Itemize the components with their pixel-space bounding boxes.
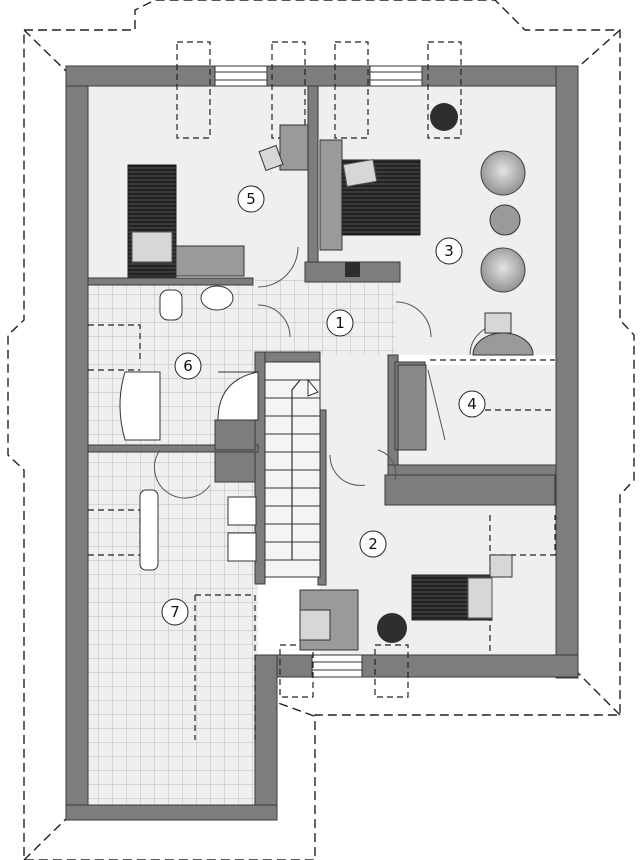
windows: [214, 65, 423, 678]
room-label-7: 7: [161, 598, 189, 626]
doors: [153, 246, 501, 499]
room-labels: 1 2 3 4 5 6 7: [161, 185, 486, 626]
room-label-1: 1: [326, 309, 354, 337]
svg-text:1: 1: [335, 314, 345, 332]
room-label-3: 3: [435, 237, 463, 265]
room-label-5: 5: [237, 185, 265, 213]
svg-text:7: 7: [170, 603, 180, 621]
room-label-2: 2: [359, 530, 387, 558]
svg-text:4: 4: [467, 395, 477, 413]
staircase: [264, 361, 321, 578]
svg-text:5: 5: [246, 190, 256, 208]
svg-text:2: 2: [368, 535, 378, 553]
furniture-room-5: [127, 124, 309, 278]
furniture-room-6: [119, 285, 259, 441]
furniture-room-7: [139, 489, 257, 571]
svg-text:6: 6: [183, 357, 193, 375]
svg-text:3: 3: [444, 242, 454, 260]
room-label-6: 6: [174, 352, 202, 380]
furniture-room-3: [319, 103, 534, 356]
room-label-4: 4: [458, 390, 486, 418]
furniture-room-2: [299, 554, 513, 651]
furniture-room-4: [397, 364, 446, 451]
